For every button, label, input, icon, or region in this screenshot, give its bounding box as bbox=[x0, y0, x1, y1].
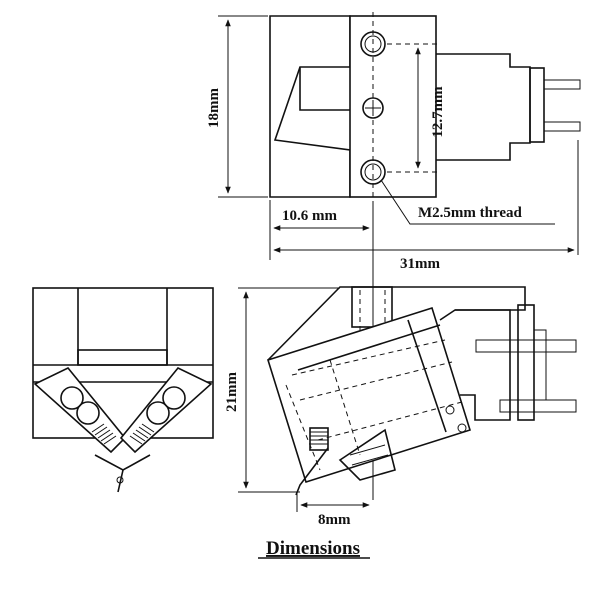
stylus-offset-label: 8mm bbox=[318, 512, 351, 528]
mount-spacing-label: 12.7mm bbox=[430, 86, 446, 138]
height-top-label: 18mm bbox=[206, 88, 222, 128]
diagram-title: Dimensions bbox=[266, 538, 360, 559]
side-view: 21mm 8mm bbox=[224, 286, 577, 528]
thread-label: M2.5mm thread bbox=[418, 205, 523, 221]
length-label: 31mm bbox=[400, 256, 440, 272]
front-offset-label: 10.6 mm bbox=[282, 208, 337, 224]
height-side-label: 21mm bbox=[224, 372, 240, 412]
front-view bbox=[32, 287, 214, 493]
top-view: 12.7mm 18mm 10.6 mm M2.5mm thread 31mm bbox=[206, 12, 581, 272]
left-coil-holes bbox=[60, 386, 100, 425]
right-coil-holes bbox=[146, 386, 186, 425]
